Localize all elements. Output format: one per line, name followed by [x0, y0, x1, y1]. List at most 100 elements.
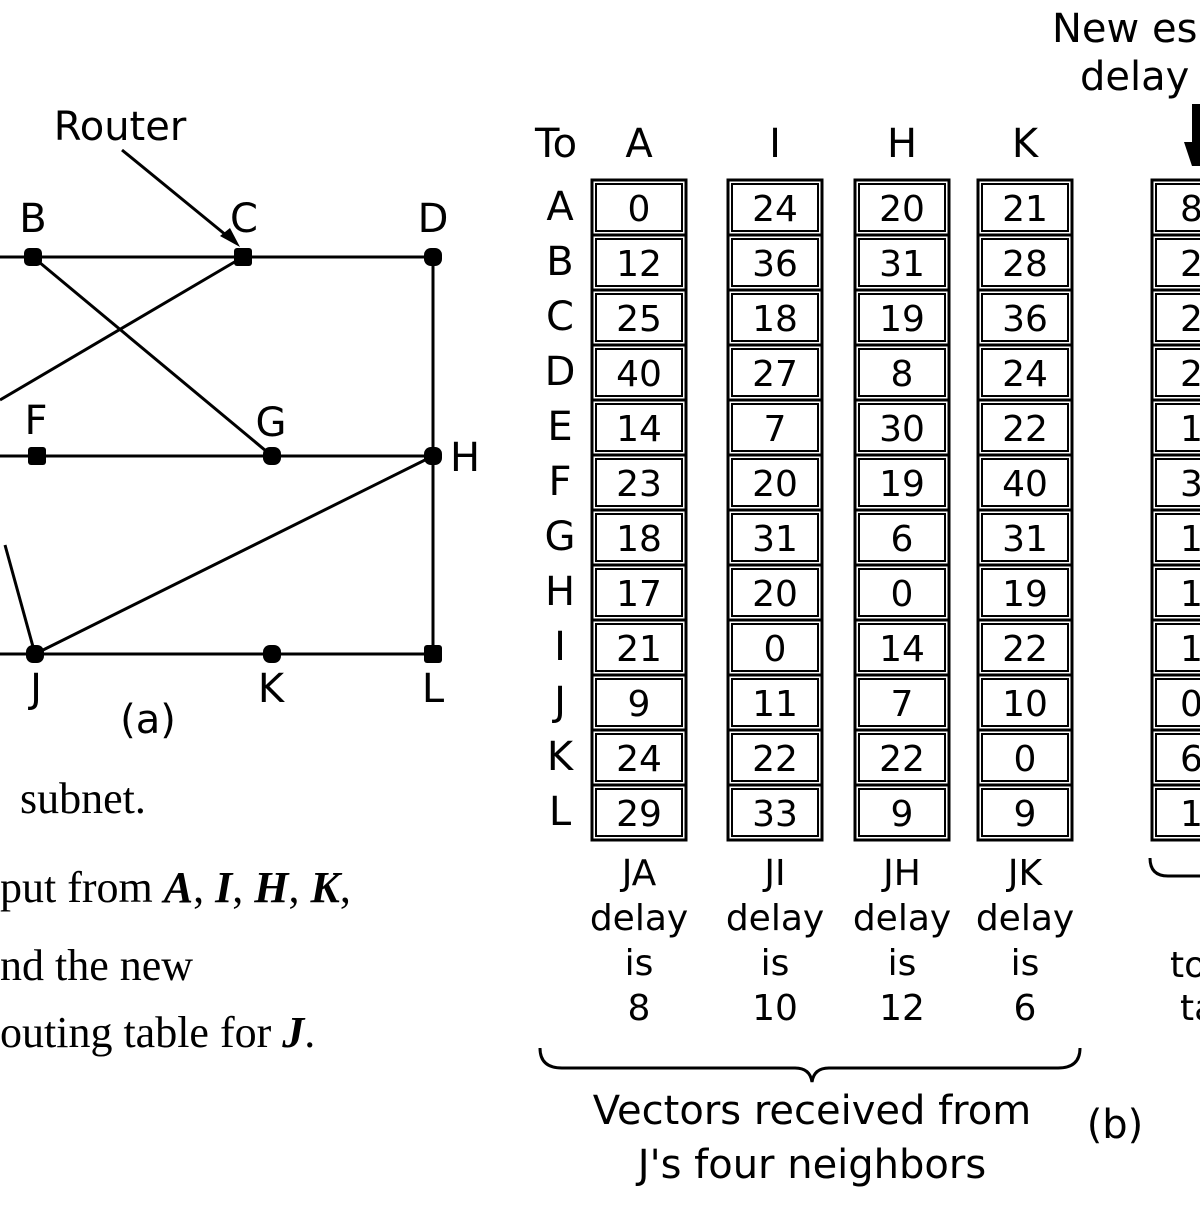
table-cell-value: 9: [628, 684, 651, 725]
table-cell-inner: [595, 348, 683, 397]
column-footer: delay: [853, 898, 951, 939]
node-label-f: F: [24, 398, 47, 444]
router-label: Router: [54, 104, 187, 150]
new-estimate-cell-inner: [1155, 623, 1200, 672]
new-estimate-value: 1: [1180, 629, 1200, 670]
caption-line-2: put from A, I, H, K,: [0, 863, 351, 912]
table-cell-inner: [981, 788, 1069, 837]
column-header: A: [625, 121, 653, 167]
node-k: [263, 645, 281, 663]
new-estimate-cell-inner: [1155, 733, 1200, 782]
new-estimate-cell-inner: [1155, 678, 1200, 727]
column-footer: JA: [620, 853, 657, 894]
right-table-brace: [1148, 857, 1200, 878]
new-estimate-value: 0: [1180, 684, 1200, 725]
row-label: D: [545, 349, 576, 395]
table-cell-value: 9: [1014, 794, 1037, 835]
caption-line-2-part: A: [161, 863, 193, 912]
node-c: [234, 248, 252, 266]
table-cell-value: 14: [879, 629, 925, 670]
new-estimate-cell-inner: [1155, 788, 1200, 837]
table-cell-inner: [858, 568, 946, 617]
node-g: [263, 447, 281, 465]
neighbors-brace: [538, 1047, 1082, 1083]
table-cell-inner: [731, 568, 819, 617]
new-estimate-value: 6: [1180, 739, 1200, 780]
table-cell-value: 36: [752, 244, 798, 285]
column-footer: delay: [726, 898, 824, 939]
table-cell-value: 6: [891, 519, 914, 560]
table-cell-inner: [981, 733, 1069, 782]
table-cell-inner: [595, 568, 683, 617]
table-cell-value: 20: [752, 574, 798, 615]
table-cell-value: 0: [891, 574, 914, 615]
caption-line-4-part: outing table for: [0, 1008, 282, 1057]
table-cell-value: 7: [891, 684, 914, 725]
node-label-h: H: [450, 435, 480, 481]
column-footer: is: [888, 943, 917, 984]
caption-line-2-part: H: [253, 863, 290, 912]
new-estimate-value: 1: [1180, 574, 1200, 615]
brace-caption-line-2: J's four neighbors: [635, 1142, 986, 1188]
node-label-b: B: [19, 196, 46, 242]
table-cell-inner: [731, 238, 819, 287]
column-footer: delay: [590, 898, 688, 939]
table-cell-value: 31: [752, 519, 798, 560]
caption-line-3: nd the new: [0, 941, 193, 990]
new-estimate-cell-inner: [1155, 183, 1200, 232]
row-label: G: [545, 514, 576, 560]
table-cell-value: 22: [879, 739, 925, 780]
node-b: [24, 248, 42, 266]
table-cell-inner: [981, 513, 1069, 562]
caption-line-2-part: K: [309, 863, 342, 912]
table-cell-value: 24: [616, 739, 662, 780]
table-cell-value: 28: [1002, 244, 1048, 285]
table-cell-inner: [858, 403, 946, 452]
row-label: A: [546, 184, 574, 230]
table-cell-value: 20: [752, 464, 798, 505]
table-cell-inner: [858, 623, 946, 672]
table-cell-value: 7: [764, 409, 787, 450]
column-footer: 8: [628, 988, 651, 1029]
caption-b: (b): [1087, 1102, 1144, 1148]
node-label-g: G: [256, 400, 287, 446]
new-estimate-header-line-2: delay: [1080, 54, 1189, 100]
caption-line-4-part: .: [304, 1008, 315, 1057]
row-label: K: [547, 734, 575, 780]
table-cell-value: 25: [616, 299, 662, 340]
node-label-d: D: [418, 196, 449, 242]
table-cell-inner: [731, 513, 819, 562]
table-cell-inner: [731, 458, 819, 507]
table-cell-value: 12: [616, 244, 662, 285]
table-cell-inner: [595, 788, 683, 837]
caption-line-2-part: ,: [340, 863, 351, 912]
row-label: I: [554, 624, 566, 670]
brace-caption-line-1: Vectors received from: [593, 1088, 1031, 1134]
node-label-l: L: [422, 666, 445, 712]
row-label: E: [547, 404, 572, 450]
new-estimate-header-line-1: New es: [1052, 6, 1197, 52]
table-cell-inner: [731, 183, 819, 232]
table-cell-value: 19: [1002, 574, 1048, 615]
table-cell-inner: [981, 183, 1069, 232]
new-estimate-arrowhead: [1184, 142, 1200, 166]
node-l: [424, 645, 442, 663]
column-footer: 12: [879, 988, 925, 1029]
column-footer: JI: [762, 853, 785, 894]
link-j-h: [34, 454, 434, 656]
new-estimate-cell: [1150, 783, 1200, 842]
caption-line-2-part: put from: [0, 863, 164, 912]
table-cell-inner: [731, 293, 819, 342]
caption-line-2-part: ,: [288, 863, 310, 912]
table-cell-value: 0: [764, 629, 787, 670]
router-pointer-line: [121, 148, 233, 242]
new-estimate-value: 8: [1180, 189, 1200, 230]
link-b-g: [32, 255, 273, 458]
caption-line-2-part: ,: [232, 863, 254, 912]
link-offpage-j: [3, 544, 37, 655]
table-cell-inner: [858, 513, 946, 562]
table-cell-value: 31: [879, 244, 925, 285]
new-estimate-cell-inner: [1155, 293, 1200, 342]
table-cell-inner: [858, 733, 946, 782]
